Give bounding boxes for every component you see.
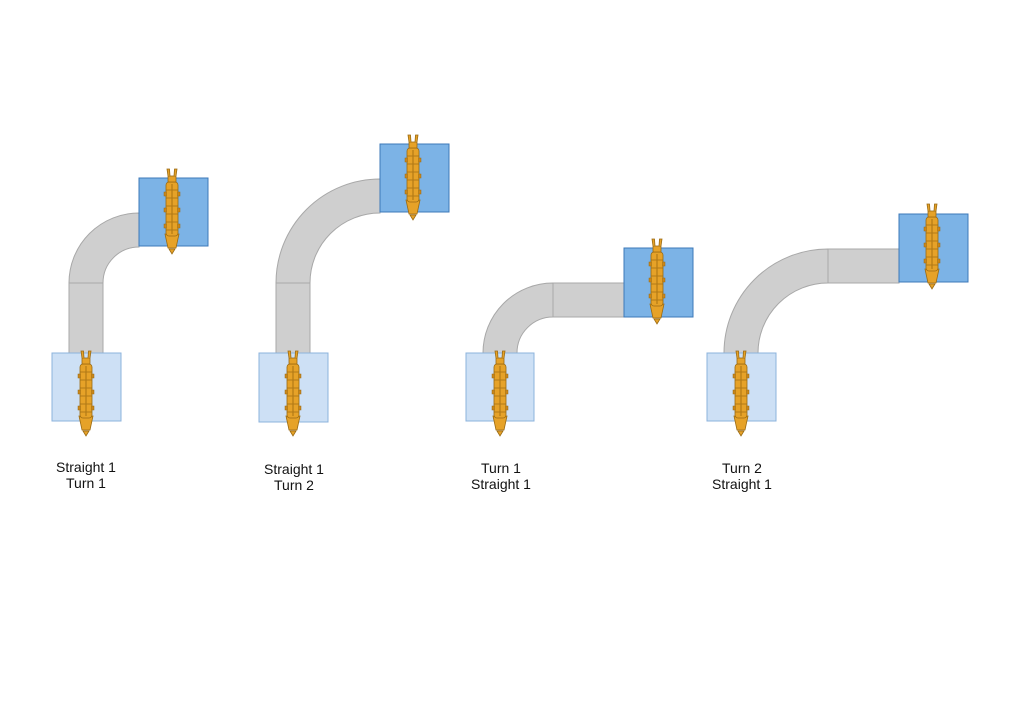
caption-line-1: Straight 1 <box>264 461 324 477</box>
diagram-straight-1-turn-1 <box>51 168 209 437</box>
diagram-turn-1-straight-1 <box>465 238 694 437</box>
track-turn-segment <box>68 212 140 284</box>
caption-straight-1-turn-2: Straight 1 Turn 2 <box>234 461 354 493</box>
caption-straight-1-turn-1: Straight 1 Turn 1 <box>26 459 146 491</box>
track-turn-segment <box>482 282 554 354</box>
caption-turn-1-straight-1: Turn 1 Straight 1 <box>441 460 561 492</box>
caption-line-1: Straight 1 <box>56 459 116 475</box>
diagram-straight-1-turn-2 <box>258 134 450 437</box>
caption-line-2: Straight 1 <box>712 476 772 492</box>
caption-line-2: Turn 2 <box>274 477 314 493</box>
track-turn-segment <box>275 178 381 284</box>
caption-line-2: Straight 1 <box>471 476 531 492</box>
diagram-turn-2-straight-1 <box>706 203 969 437</box>
caption-turn-2-straight-1: Turn 2 Straight 1 <box>682 460 802 492</box>
track-turn-segment <box>723 248 829 354</box>
track-straight-segment <box>552 282 625 318</box>
caption-line-2: Turn 1 <box>66 475 106 491</box>
track-straight-segment <box>275 282 311 354</box>
track-straight-segment <box>68 282 104 354</box>
caption-line-1: Turn 2 <box>722 460 762 476</box>
caption-line-1: Turn 1 <box>481 460 521 476</box>
track-straight-segment <box>827 248 900 284</box>
